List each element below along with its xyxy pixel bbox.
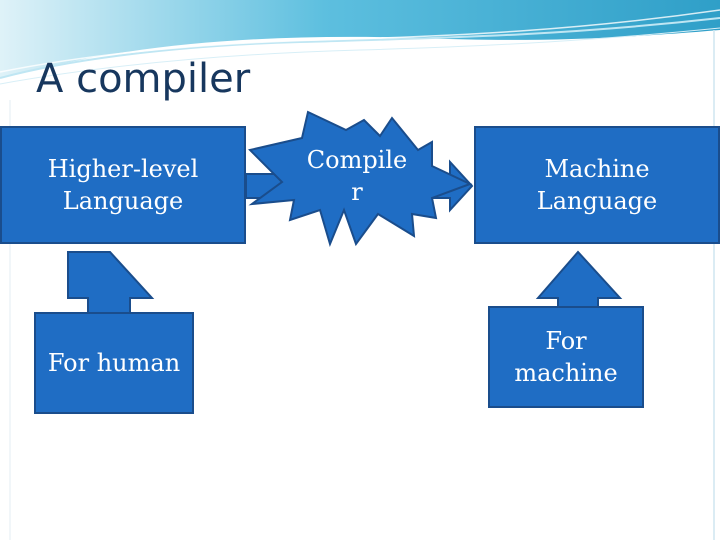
for-human-box: For human <box>34 312 194 414</box>
for-machine-box: For machine <box>488 306 644 408</box>
compiler-burst-label: Compile r <box>292 144 422 209</box>
machine-language-box: Machine Language <box>474 126 720 244</box>
higher-level-language-box: Higher-level Language <box>0 126 246 244</box>
higher-level-language-label: Higher-level Language <box>48 153 199 218</box>
for-machine-label: For machine <box>514 325 617 390</box>
machine-language-label: Machine Language <box>537 153 657 218</box>
up-arrow-human <box>68 252 152 316</box>
for-human-label: For human <box>48 347 180 379</box>
